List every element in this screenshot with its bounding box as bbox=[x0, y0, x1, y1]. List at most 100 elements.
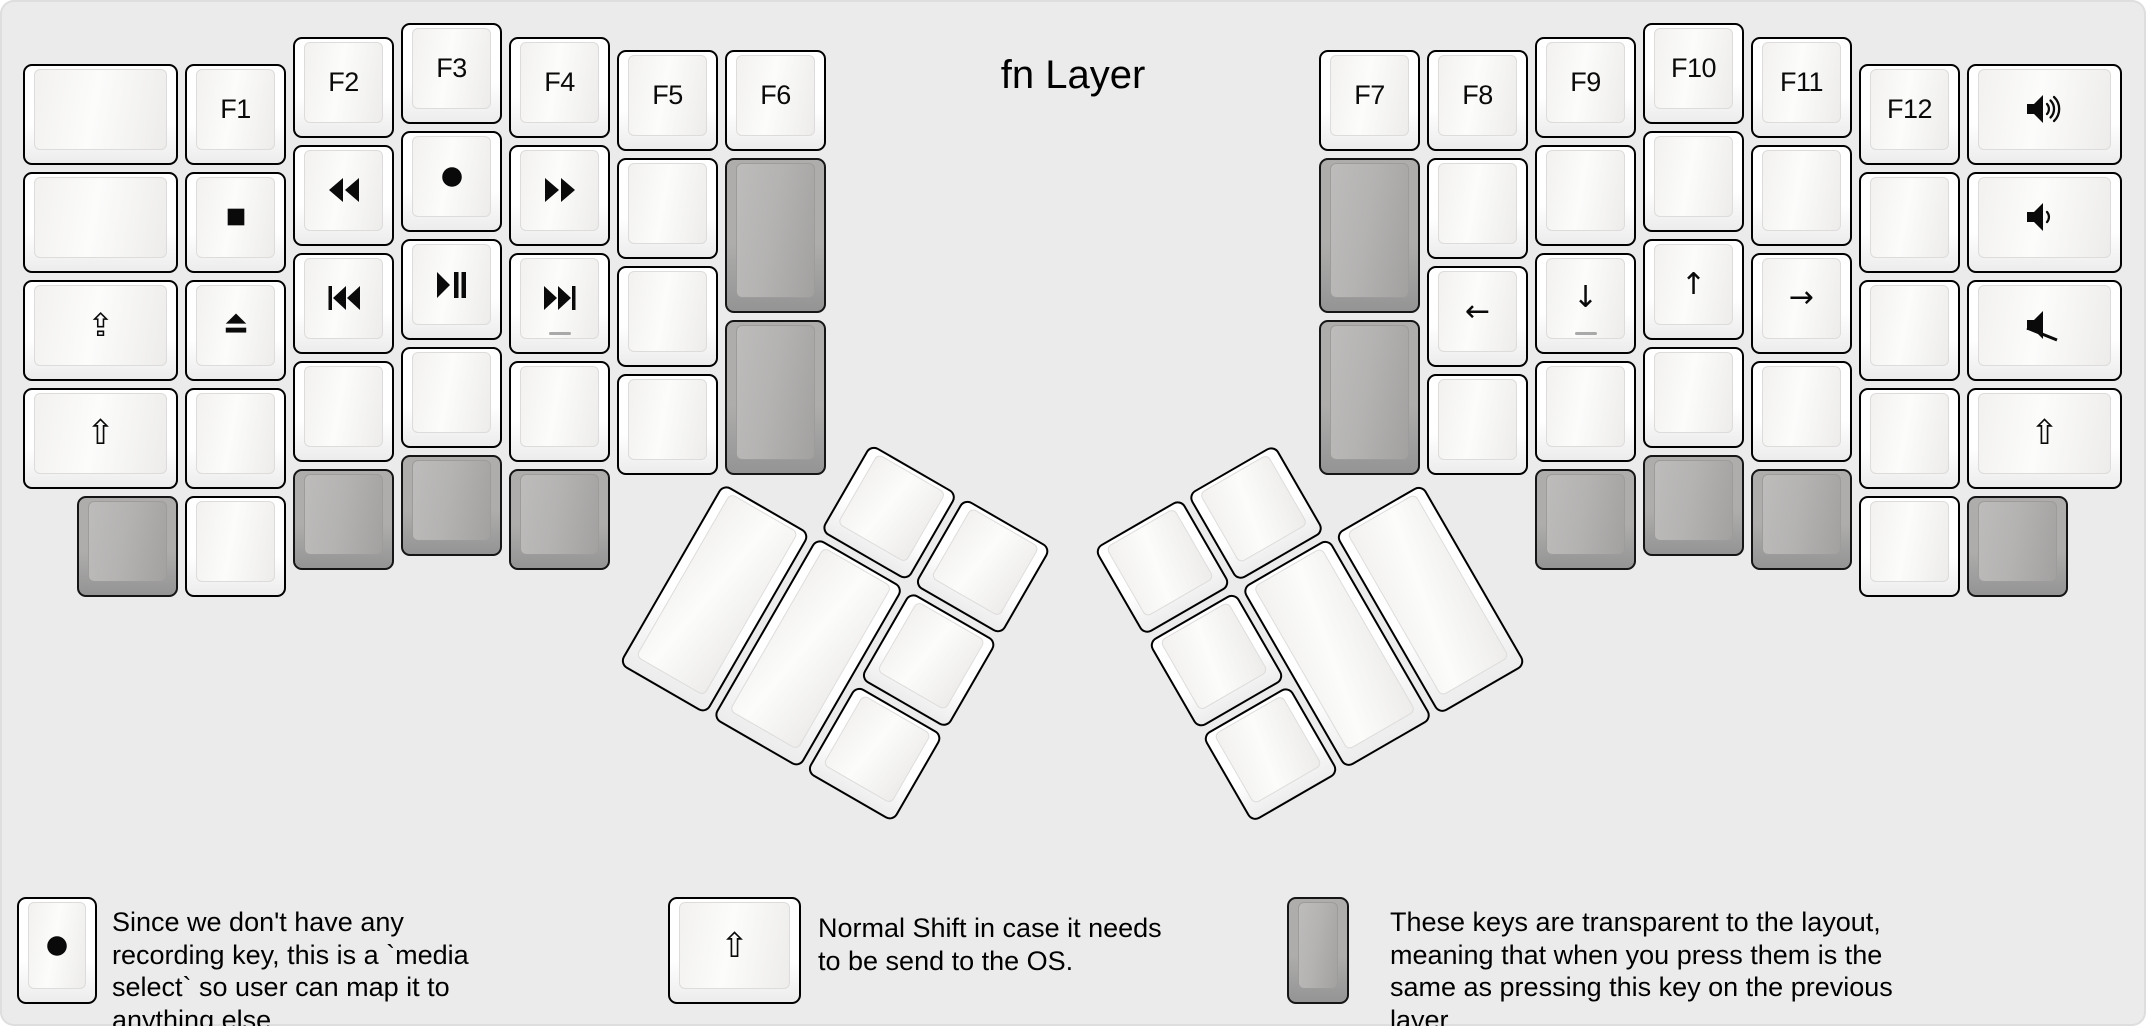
keycap-surface bbox=[628, 271, 707, 352]
key-shift-right-glyph: ⇧ bbox=[2030, 413, 2059, 453]
homing-bar bbox=[1574, 331, 1597, 335]
key-shift-right: ⇧ bbox=[1967, 387, 2122, 489]
key-label: F4 bbox=[544, 66, 575, 97]
key-blank bbox=[23, 63, 178, 165]
keycap-surface: ⇧ bbox=[34, 392, 167, 474]
key-f3: F3 bbox=[401, 23, 502, 124]
key-label: F8 bbox=[1462, 80, 1493, 110]
key-play-pause bbox=[401, 239, 502, 340]
key-blank bbox=[1859, 279, 1960, 381]
keycap-surface bbox=[1298, 902, 1338, 989]
keycap-surface bbox=[196, 500, 275, 582]
key-volume-down bbox=[1967, 171, 2122, 273]
key-f7: F7 bbox=[1319, 50, 1420, 151]
key-f12: F12 bbox=[1859, 63, 1960, 165]
key-transparent bbox=[401, 455, 502, 556]
fast-forward-icon bbox=[542, 175, 578, 205]
key-blank bbox=[509, 360, 610, 462]
keycap-surface bbox=[520, 473, 599, 555]
key-label: F11 bbox=[1779, 66, 1824, 97]
key-shift-left: ⇧ bbox=[23, 387, 178, 489]
rewind-icon bbox=[326, 175, 362, 205]
key-f4: F4 bbox=[509, 36, 610, 138]
keycap-surface bbox=[412, 136, 491, 217]
keycap-surface bbox=[1978, 176, 2111, 258]
legend-note-text: These keys are transparent to the layout… bbox=[1390, 907, 1893, 1026]
key-transparent bbox=[1967, 495, 2068, 597]
key-blank bbox=[185, 387, 286, 489]
key-blank bbox=[1643, 131, 1744, 232]
keycap-surface bbox=[520, 257, 599, 339]
keycap-surface bbox=[1762, 365, 1841, 447]
key-f9: F9 bbox=[1535, 36, 1636, 138]
key-transparent bbox=[1751, 468, 1852, 570]
keycap-surface: F9 bbox=[1546, 41, 1625, 123]
volume-up-icon bbox=[2024, 91, 2066, 127]
key-blank bbox=[1859, 387, 1960, 489]
keycap-surface bbox=[34, 176, 167, 258]
key-stop bbox=[185, 171, 286, 273]
legend-key-media-select bbox=[17, 897, 97, 1004]
keycap-surface bbox=[34, 68, 167, 150]
prev-track-icon bbox=[325, 283, 363, 313]
keycap-surface: F2 bbox=[304, 41, 383, 123]
keycap-surface bbox=[520, 365, 599, 447]
key-blank bbox=[1859, 495, 1960, 597]
key-transparent bbox=[725, 158, 826, 313]
keycap-surface bbox=[930, 507, 1040, 618]
keycap-surface bbox=[1330, 325, 1409, 460]
key-f1: F1 bbox=[185, 63, 286, 165]
keycap-surface bbox=[1762, 473, 1841, 555]
keycap-surface: ↑ bbox=[1654, 244, 1733, 325]
keycap-surface: F3 bbox=[412, 28, 491, 109]
keycap-surface: ⇪ bbox=[34, 284, 167, 366]
key-blank bbox=[1535, 144, 1636, 246]
keycap-surface bbox=[1978, 284, 2111, 366]
key-blank bbox=[617, 266, 718, 367]
keycap-surface bbox=[1654, 460, 1733, 541]
key-arrow-up-glyph: ↑ bbox=[1680, 266, 1707, 302]
keycap-surface: F10 bbox=[1654, 28, 1733, 109]
homing-bar bbox=[548, 331, 571, 335]
key-volume-up bbox=[1967, 63, 2122, 165]
keycap-surface: ⇧ bbox=[1978, 392, 2111, 474]
keycap-surface bbox=[520, 149, 599, 231]
key-f8: F8 bbox=[1427, 50, 1528, 151]
record-icon bbox=[41, 930, 73, 962]
key-label: F2 bbox=[328, 66, 359, 97]
volume-down-icon bbox=[2024, 199, 2066, 235]
keycap-surface bbox=[1654, 352, 1733, 433]
keycap-surface bbox=[1546, 473, 1625, 555]
key-arrow-right-glyph: → bbox=[1788, 280, 1815, 315]
keycap-surface bbox=[1870, 500, 1949, 582]
key-f6: F6 bbox=[725, 50, 826, 151]
legend-key-normal-shift: ⇧ bbox=[668, 897, 801, 1004]
key-fast-forward bbox=[509, 144, 610, 246]
keycap-surface bbox=[196, 392, 275, 474]
key-mute bbox=[1967, 279, 2122, 381]
key-blank bbox=[617, 374, 718, 475]
keycap-surface: ↓ bbox=[1546, 257, 1625, 339]
keycap-surface: F7 bbox=[1330, 55, 1409, 136]
keycap-surface bbox=[1978, 68, 2111, 150]
keycap-surface bbox=[412, 352, 491, 433]
eject-icon bbox=[219, 309, 253, 341]
key-blank bbox=[1427, 374, 1528, 475]
key-f11: F11 bbox=[1751, 36, 1852, 138]
keycap-surface: F6 bbox=[736, 55, 815, 136]
keycap-surface bbox=[1105, 507, 1215, 618]
key-transparent bbox=[1535, 468, 1636, 570]
key-label: F3 bbox=[436, 53, 467, 83]
keycap-surface bbox=[837, 453, 947, 564]
keycap-surface: F4 bbox=[520, 41, 599, 123]
key-blank bbox=[1427, 158, 1528, 259]
key-eject bbox=[185, 279, 286, 381]
keycap-surface bbox=[1870, 392, 1949, 474]
keycap-surface bbox=[304, 473, 383, 555]
keycap-surface bbox=[412, 244, 491, 325]
keycap-surface bbox=[1870, 176, 1949, 258]
key-arrow-up: ↑ bbox=[1643, 239, 1744, 340]
keycap-surface bbox=[1546, 365, 1625, 447]
key-f10: F10 bbox=[1643, 23, 1744, 124]
key-transparent bbox=[1643, 455, 1744, 556]
